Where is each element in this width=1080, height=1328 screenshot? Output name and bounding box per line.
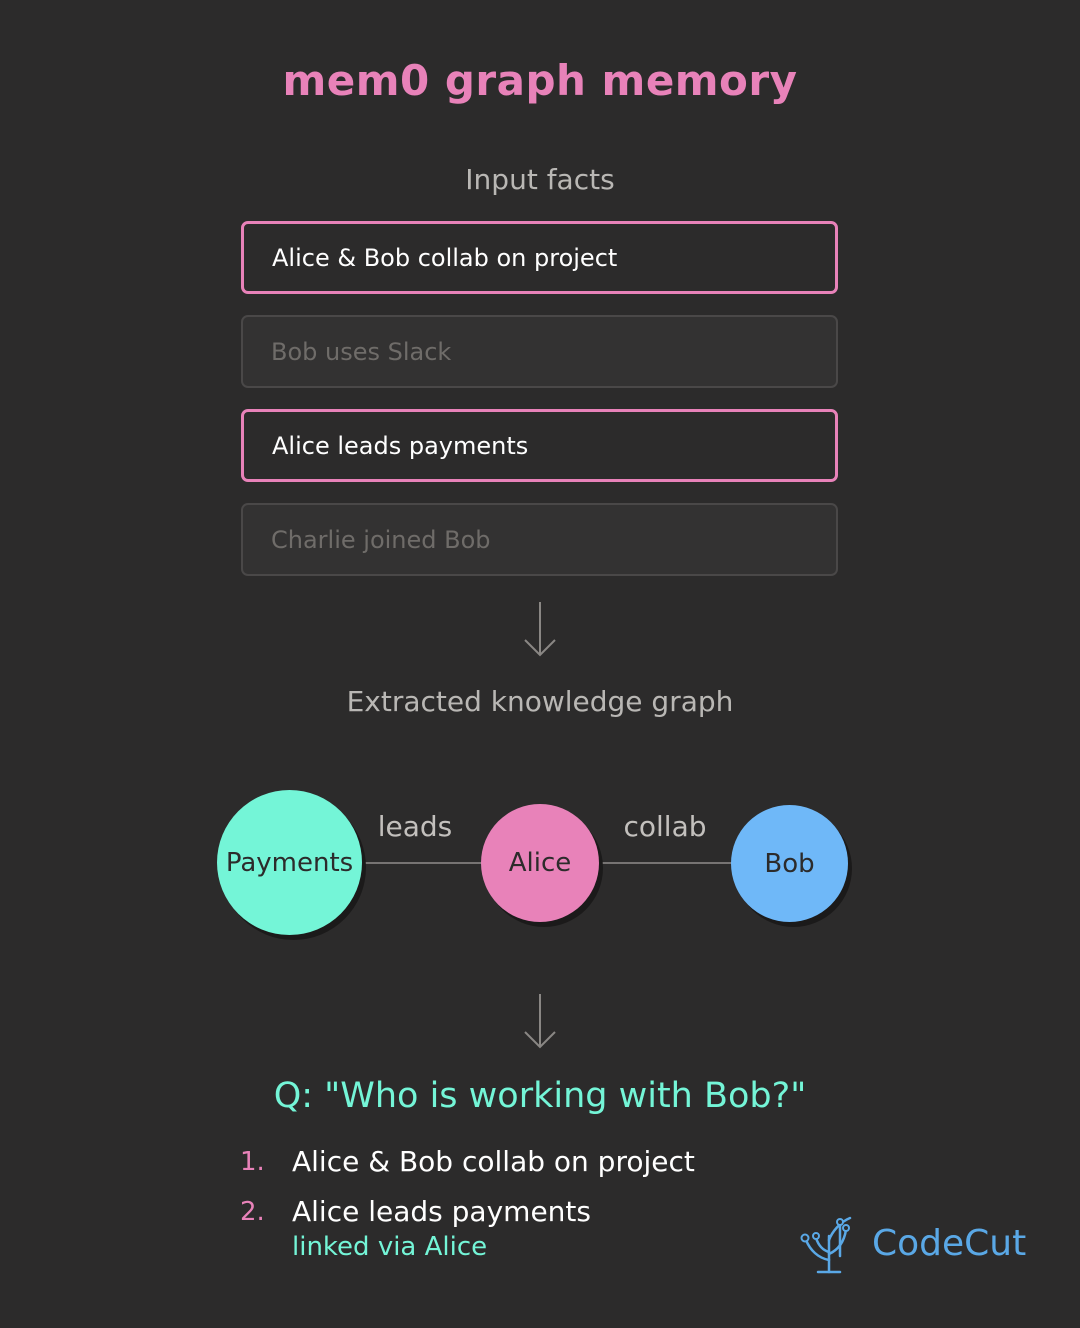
answer-text: Alice & Bob collab on project bbox=[292, 1145, 695, 1178]
fact-text: Alice leads payments bbox=[272, 431, 529, 460]
answer-text: Alice leads payments bbox=[292, 1195, 591, 1228]
sprout-circuit-icon bbox=[800, 1216, 852, 1274]
answer-number: 1. bbox=[240, 1147, 265, 1177]
node-bob: Bob bbox=[731, 805, 848, 922]
fact-card: Alice & Bob collab on project bbox=[241, 221, 838, 294]
fact-card: Bob uses Slack bbox=[241, 315, 838, 388]
fact-card: Alice leads payments bbox=[241, 409, 838, 482]
fact-text: Charlie joined Bob bbox=[271, 525, 491, 554]
fact-text: Bob uses Slack bbox=[271, 337, 452, 366]
input-facts-heading: Input facts bbox=[465, 163, 615, 196]
edge-label-collab: collab bbox=[623, 810, 707, 843]
page-title: mem0 graph memory bbox=[282, 56, 798, 105]
graph-heading: Extracted knowledge graph bbox=[346, 685, 734, 718]
node-payments: Payments bbox=[217, 790, 362, 935]
answer-number: 2. bbox=[240, 1197, 265, 1227]
query-text: Q: "Who is working with Bob?" bbox=[273, 1076, 807, 1116]
node-label: Alice bbox=[508, 848, 572, 878]
node-label: Bob bbox=[764, 848, 815, 879]
edge-label-leads: leads bbox=[377, 810, 453, 843]
brand-name: CodeCut bbox=[872, 1222, 1027, 1264]
graph-edge-payments-alice bbox=[362, 862, 484, 864]
brand-logo: CodeCut bbox=[796, 1210, 1026, 1276]
arrow-down-icon bbox=[524, 602, 556, 657]
answer-note: linked via Alice bbox=[292, 1232, 488, 1262]
node-alice: Alice bbox=[481, 804, 599, 922]
graph-edge-alice-bob bbox=[598, 862, 732, 864]
arrow-down-icon bbox=[524, 994, 556, 1049]
node-label: Payments bbox=[225, 847, 354, 878]
fact-text: Alice & Bob collab on project bbox=[272, 243, 618, 272]
fact-card: Charlie joined Bob bbox=[241, 503, 838, 576]
